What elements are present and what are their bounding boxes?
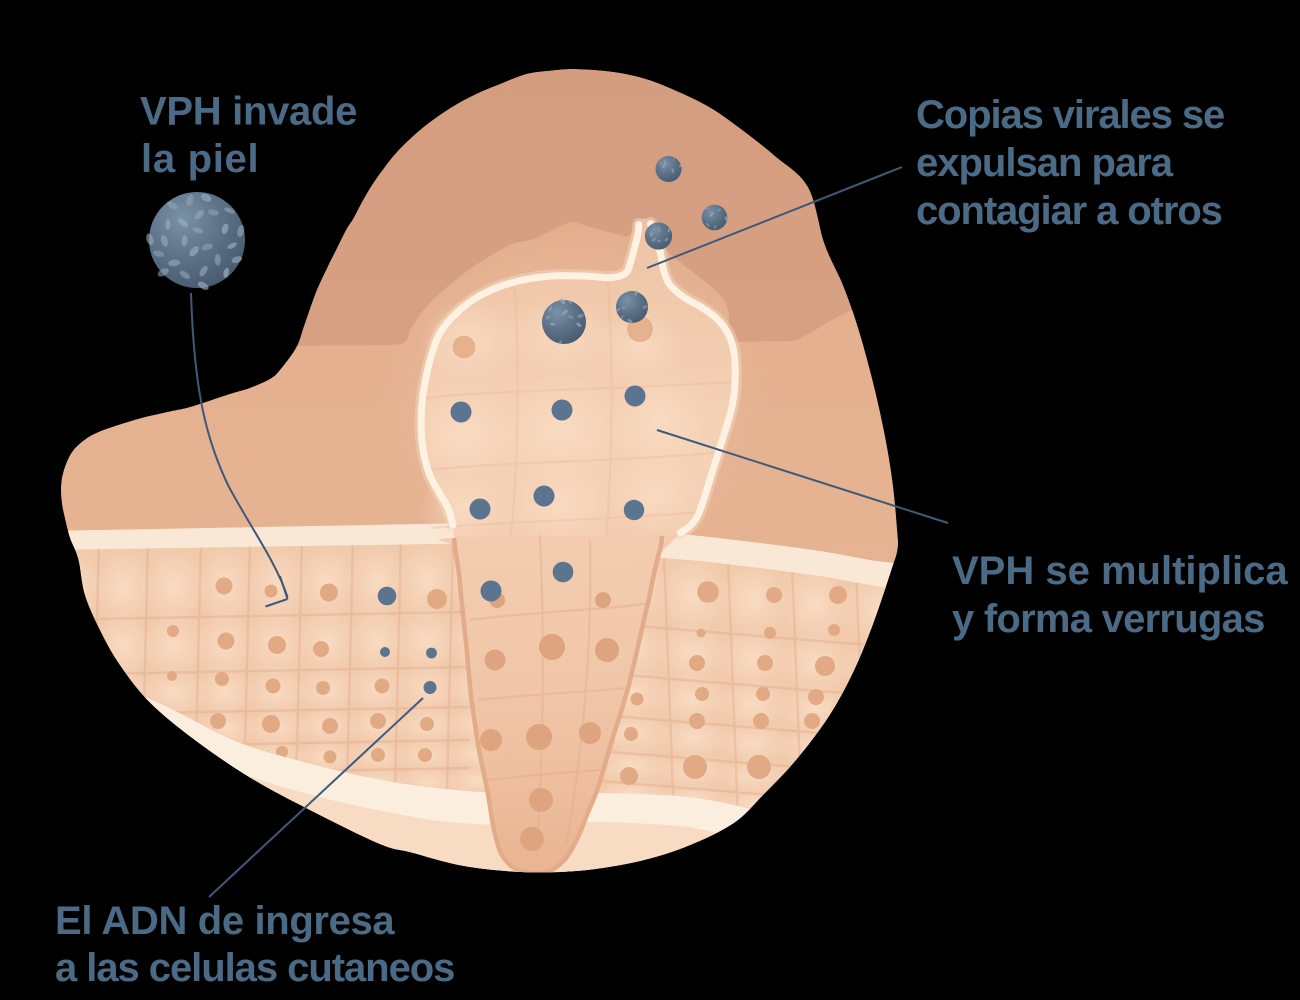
svg-text:contagiar a otros: contagiar a otros (916, 189, 1222, 233)
svg-text:Copias virales se: Copias virales se (916, 93, 1224, 137)
svg-text:y forma verrugas: y forma verrugas (952, 597, 1265, 641)
svg-text:expulsan para: expulsan para (916, 141, 1174, 185)
svg-text:a las celulas cutaneos: a las celulas cutaneos (55, 946, 454, 990)
svg-text:la piel: la piel (141, 137, 259, 181)
svg-text:VPH invade: VPH invade (140, 90, 357, 134)
svg-text:El ADN de ingresa: El ADN de ingresa (55, 899, 395, 943)
svg-text:VPH se multiplica: VPH se multiplica (952, 549, 1288, 593)
